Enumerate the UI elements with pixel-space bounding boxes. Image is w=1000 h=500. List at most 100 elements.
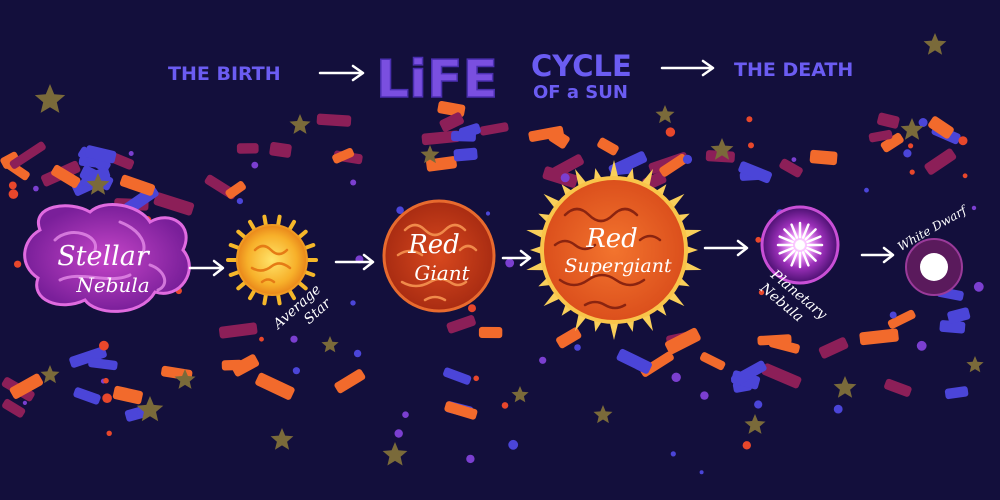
confetti-dot bbox=[8, 181, 17, 190]
confetti-dash bbox=[528, 125, 564, 142]
confetti-dot bbox=[574, 344, 581, 351]
confetti-dot bbox=[560, 173, 570, 183]
confetti-dot bbox=[833, 404, 843, 414]
confetti-dot bbox=[394, 429, 403, 438]
confetti-dot bbox=[99, 340, 109, 351]
confetti-dot bbox=[700, 391, 709, 400]
star-icon bbox=[744, 414, 766, 434]
arrow-right-icon bbox=[188, 259, 225, 277]
star-icon bbox=[833, 376, 857, 398]
confetti-dot bbox=[290, 335, 298, 343]
stage-red-giant-line2: Giant bbox=[414, 261, 470, 285]
confetti-dot bbox=[670, 451, 676, 457]
confetti-dot bbox=[102, 393, 112, 404]
star-icon bbox=[966, 356, 984, 373]
confetti-dot bbox=[22, 400, 27, 405]
confetti-dot bbox=[473, 375, 480, 382]
confetti-dash bbox=[444, 401, 478, 420]
red-supergiant-spike bbox=[653, 301, 667, 316]
confetti-dash bbox=[458, 123, 481, 139]
confetti-dot bbox=[791, 157, 797, 163]
confetti-dash bbox=[818, 337, 849, 359]
confetti-dot bbox=[971, 205, 977, 211]
confetti-dash bbox=[928, 116, 954, 139]
confetti-dash bbox=[887, 309, 916, 329]
confetti-dot bbox=[259, 336, 264, 342]
confetti-dash bbox=[924, 148, 957, 175]
confetti-dot bbox=[746, 116, 753, 123]
planetary-nebula-burst-line bbox=[801, 223, 810, 239]
confetti-dot bbox=[103, 377, 109, 384]
confetti-dash bbox=[542, 166, 578, 188]
stage-stellar-nebula: Stellar Nebula bbox=[23, 203, 191, 313]
stage-red-supergiant: Red Supergiant bbox=[526, 160, 702, 340]
star-icon bbox=[923, 33, 947, 55]
confetti-dash bbox=[730, 360, 767, 387]
confetti-dash bbox=[89, 167, 111, 184]
white-dwarf-body bbox=[920, 253, 948, 281]
confetti-dot bbox=[396, 206, 404, 214]
confetti-dash bbox=[225, 181, 246, 199]
confetti-dash bbox=[809, 149, 838, 166]
confetti-dot bbox=[466, 454, 475, 464]
red-supergiant-body bbox=[540, 176, 688, 324]
confetti-dash bbox=[868, 129, 893, 143]
confetti-dash bbox=[2, 398, 26, 418]
confetti-dash bbox=[51, 164, 81, 188]
confetti-dash bbox=[453, 147, 478, 162]
planetary-nebula-burst bbox=[776, 221, 824, 269]
confetti-dot bbox=[106, 430, 112, 436]
confetti-dash bbox=[597, 137, 619, 156]
confetti-dash bbox=[556, 327, 582, 349]
confetti-dash bbox=[69, 346, 107, 368]
confetti-dash bbox=[9, 141, 46, 169]
red-supergiant-spike bbox=[653, 184, 667, 199]
confetti-dot bbox=[402, 411, 409, 419]
confetti-dash bbox=[738, 161, 772, 184]
title-life: LiFE bbox=[376, 50, 498, 110]
stage-red-supergiant-line1: Red bbox=[585, 224, 638, 254]
confetti-dash bbox=[439, 112, 464, 132]
planetary-nebula-burst-line bbox=[806, 235, 822, 244]
confetti-dash bbox=[112, 385, 143, 405]
confetti-dot bbox=[916, 340, 927, 351]
confetti-dash bbox=[939, 320, 966, 334]
star-decorations bbox=[34, 33, 984, 466]
red-supergiant-spike bbox=[609, 319, 619, 340]
confetti-dot bbox=[908, 143, 914, 149]
confetti-dash bbox=[944, 386, 969, 400]
confetti-dot bbox=[128, 151, 134, 156]
red-supergiant-spike bbox=[609, 160, 619, 181]
confetti-dash bbox=[269, 142, 292, 158]
confetti-dash bbox=[659, 153, 688, 177]
confetti-dot bbox=[903, 149, 912, 158]
confetti-dash bbox=[757, 334, 792, 346]
confetti-dot bbox=[251, 161, 259, 169]
confetti-dot bbox=[748, 142, 754, 149]
confetti-dash bbox=[88, 357, 118, 371]
arrow-right-icon bbox=[660, 59, 715, 77]
confetti-dot bbox=[292, 367, 300, 375]
red-giant-body bbox=[382, 199, 496, 313]
confetti-dash bbox=[616, 348, 652, 374]
star-icon bbox=[382, 442, 408, 466]
arrow-right-icon bbox=[318, 64, 365, 82]
star-icon bbox=[900, 118, 924, 140]
confetti-dash bbox=[884, 378, 912, 397]
confetti-dot bbox=[973, 281, 984, 292]
confetti-dot bbox=[485, 211, 491, 216]
confetti-dash bbox=[255, 372, 295, 400]
confetti-dash bbox=[446, 315, 476, 334]
confetti-dash bbox=[664, 327, 701, 355]
stage-planetary-nebula: Planetary Nebula bbox=[756, 205, 840, 325]
arrow-right-icon bbox=[703, 239, 749, 257]
confetti-dash bbox=[85, 145, 117, 164]
star-icon bbox=[136, 396, 164, 422]
red-supergiant-spike bbox=[561, 184, 575, 199]
confetti-dash bbox=[705, 150, 735, 163]
stage-stellar-nebula-line2: Nebula bbox=[75, 273, 149, 297]
confetti-dot bbox=[353, 349, 362, 358]
confetti-dot bbox=[505, 258, 515, 268]
confetti-dot bbox=[699, 470, 704, 475]
